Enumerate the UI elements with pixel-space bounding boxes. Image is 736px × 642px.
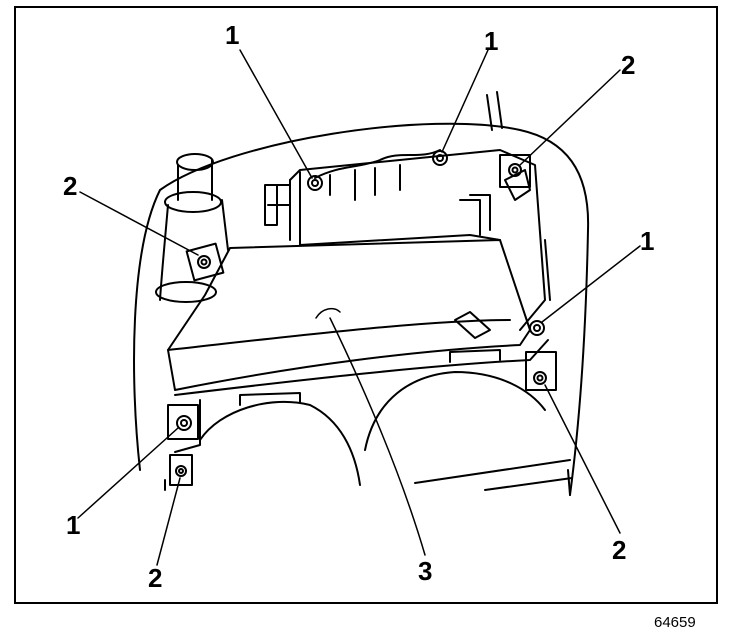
leader-1c — [541, 245, 641, 323]
wiring-harness — [314, 149, 441, 201]
screw — [533, 371, 547, 385]
gauge-opening-right — [364, 371, 546, 451]
callout-1: 1 — [66, 510, 81, 540]
screw — [432, 150, 448, 166]
screw — [175, 465, 187, 477]
leader-1a — [239, 49, 313, 179]
dash-shroud-outline — [133, 122, 590, 496]
callout-1: 1 — [640, 226, 655, 256]
callout-2: 2 — [612, 535, 627, 565]
figure-id: 64659 — [654, 614, 696, 631]
leader-1d — [77, 427, 179, 519]
leader-1b — [441, 49, 489, 153]
leader-3 — [329, 317, 426, 556]
callout-2: 2 — [621, 50, 636, 80]
leader-2b — [519, 69, 621, 166]
gauge-opening-left — [199, 401, 361, 486]
screw — [508, 163, 522, 177]
leader-2c — [544, 384, 621, 534]
leader-2d — [156, 477, 181, 566]
screw — [197, 255, 211, 269]
cluster-carrier-top — [289, 149, 546, 331]
bracket-upper-right — [499, 154, 531, 188]
callout-1: 1 — [484, 26, 499, 56]
callout-2: 2 — [63, 171, 78, 201]
callout-2: 2 — [148, 563, 163, 593]
bezel-lower-edge — [174, 339, 549, 396]
steering-column — [159, 159, 229, 301]
screw — [307, 175, 323, 191]
leader-2a — [79, 191, 199, 256]
figure-frame — [14, 6, 718, 604]
screw — [176, 415, 192, 431]
screw — [529, 320, 545, 336]
bracket-lower-right — [525, 351, 557, 391]
bracket-left-mid — [167, 404, 199, 440]
cluster-bezel — [167, 239, 531, 391]
callout-1: 1 — [225, 20, 240, 50]
bracket-upper-left — [185, 242, 225, 282]
steering-column-top — [176, 153, 214, 171]
bracket-lower-left — [169, 454, 193, 486]
callout-3: 3 — [418, 556, 433, 586]
